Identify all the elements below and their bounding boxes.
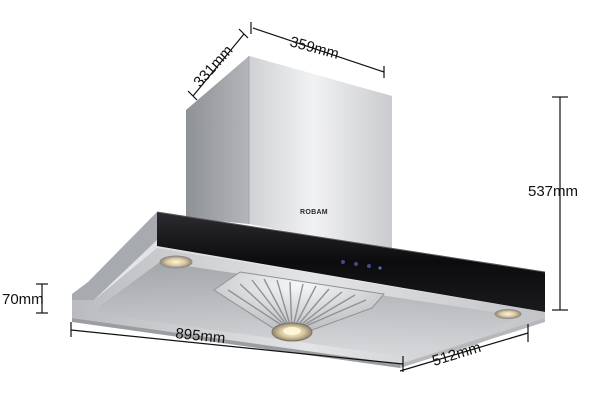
brand-logo: ROBAM <box>300 209 328 216</box>
right-lamp-icon <box>494 309 522 319</box>
dim-537 <box>552 96 568 311</box>
chimney-front-face <box>249 56 392 252</box>
canopy-right-lip <box>400 318 545 368</box>
control-buttons[interactable] <box>341 260 382 270</box>
control-button-4[interactable] <box>378 266 382 270</box>
dim-895 <box>70 322 404 372</box>
canopy <box>72 211 546 368</box>
label-canopy-height: 70mm <box>2 291 44 308</box>
control-button-1[interactable] <box>341 260 345 264</box>
left-lamp-icon <box>159 255 193 269</box>
label-total-height: 537mm <box>528 183 578 200</box>
glass-panel <box>157 212 545 312</box>
label-chimney-width: 359mm <box>288 33 341 62</box>
label-canopy-width: 895mm <box>175 325 227 347</box>
control-button-2[interactable] <box>354 262 358 266</box>
dim-512 <box>399 324 529 372</box>
center-fan-light-icon <box>213 271 385 342</box>
chimney-side-face <box>186 56 249 224</box>
chimney: ROBAM <box>186 56 392 252</box>
canopy-left-end <box>72 212 157 300</box>
dim-70 <box>36 283 48 314</box>
control-button-3[interactable] <box>367 264 371 268</box>
dim-359 <box>250 22 385 78</box>
dim-331 <box>187 28 249 101</box>
dimension-annotations <box>36 22 568 372</box>
